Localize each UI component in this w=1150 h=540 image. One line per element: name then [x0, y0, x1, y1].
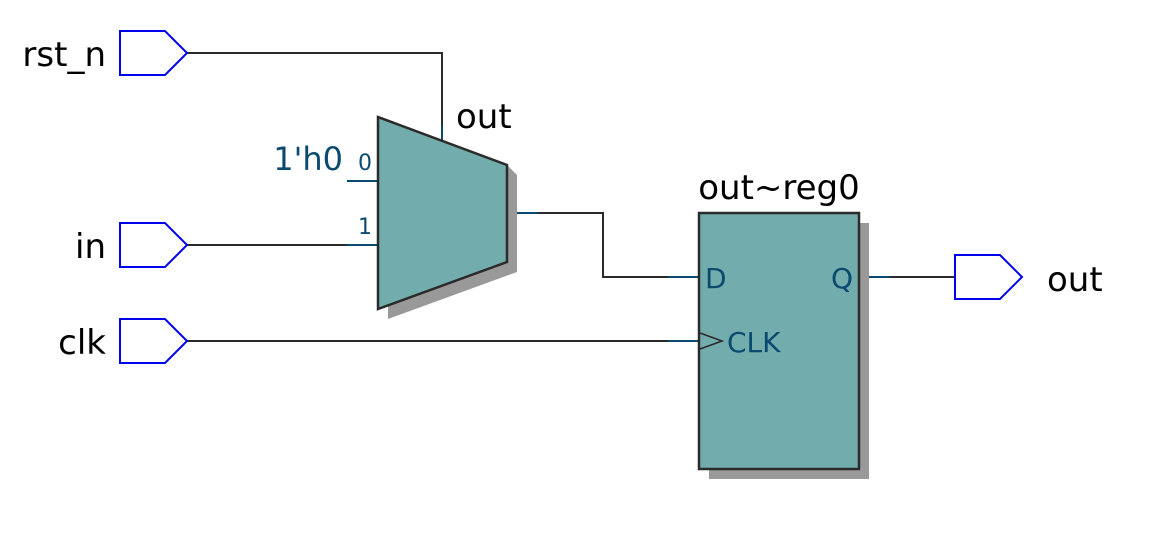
- input-port-rst_n[interactable]: rst_n: [22, 30, 189, 76]
- mux-pin-0-label: 0: [358, 151, 372, 176]
- mux-name-label: out: [456, 97, 512, 137]
- output-port-out-icon[interactable]: [954, 254, 1024, 300]
- wire-mux-to-reg-d[interactable]: [538, 212, 668, 278]
- input-port-clk[interactable]: clk: [58, 318, 189, 364]
- register-pin-clk-label: CLK: [727, 326, 781, 359]
- register-name-label: out~reg0: [698, 168, 860, 208]
- mux-out[interactable]: out 1'h0 0 1: [273, 97, 517, 319]
- output-port-out[interactable]: out: [954, 254, 1103, 300]
- register-pin-q-label: Q: [831, 262, 853, 295]
- input-port-rst_n-label: rst_n: [22, 35, 106, 75]
- wire-rst_n-to-mux-select[interactable]: [187, 52, 443, 125]
- mux-pin-1-label: 1: [358, 215, 372, 240]
- clock-edge-icon: [699, 332, 725, 350]
- input-port-in[interactable]: in: [75, 222, 189, 268]
- register-pin-d-label: D: [705, 262, 727, 295]
- output-port-out-label: out: [1047, 260, 1103, 300]
- input-port-clk-label: clk: [58, 323, 106, 363]
- register-out-reg0[interactable]: out~reg0 D Q CLK: [697, 168, 869, 479]
- input-port-in-label: in: [75, 227, 106, 267]
- mux-shadow: [388, 165, 517, 319]
- input-port-rst_n-icon[interactable]: [119, 30, 189, 76]
- register-body[interactable]: [697, 211, 861, 471]
- mux-const-input-label: 1'h0: [273, 140, 343, 178]
- input-port-clk-icon[interactable]: [119, 318, 189, 364]
- input-port-in-icon[interactable]: [119, 222, 189, 268]
- mux-body[interactable]: [376, 115, 509, 311]
